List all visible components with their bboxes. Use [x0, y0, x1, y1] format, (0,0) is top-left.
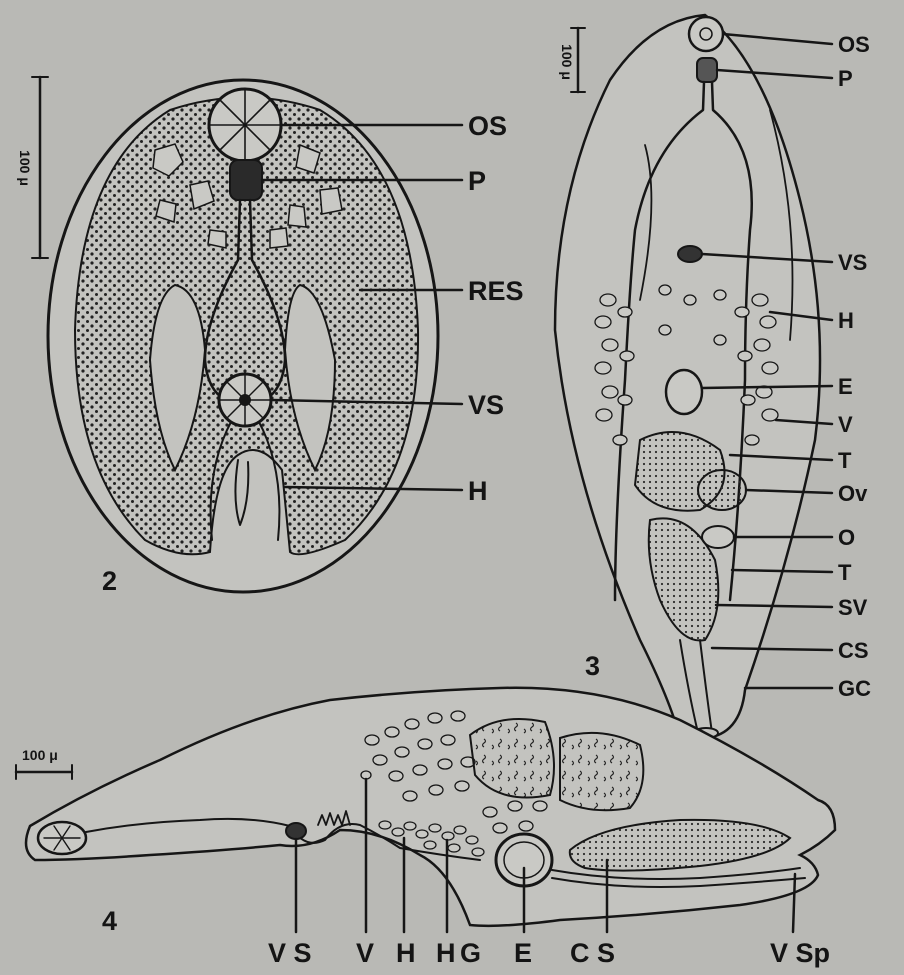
figure-3-label-p: P	[838, 66, 853, 91]
figure-4-number: 4	[102, 906, 117, 936]
figure-3-ventral-sucker	[678, 246, 702, 262]
figure-4-label-e: E	[514, 938, 532, 968]
figure-2-label-os: OS	[468, 111, 507, 141]
figure-4-label-h-second: H	[436, 938, 456, 968]
figure-3-label-ov: Ov	[838, 481, 868, 506]
figure-2-pharynx	[230, 160, 262, 200]
figure-4-label-vsp: V Sp	[770, 938, 830, 968]
figure-3-label-cs: CS	[838, 638, 869, 663]
figure-2-label-res: RES	[468, 276, 524, 306]
figure-3-label-e: E	[838, 374, 853, 399]
figure-2-number: 2	[102, 566, 117, 596]
figure-2-label-p: P	[468, 166, 486, 196]
figure-3-label-sv: SV	[838, 595, 868, 620]
figure-3-label-t-anterior: T	[838, 448, 852, 473]
figure-2: 100 μ	[17, 77, 524, 596]
figure-3: 100 μ	[555, 15, 871, 738]
figure-3-scale-label: 100 μ	[559, 44, 575, 80]
figure-4-label-cs: C S	[570, 938, 615, 968]
figure-2-label-vs: VS	[468, 390, 504, 420]
figure-2-scale-bar: 100 μ	[17, 77, 48, 258]
figure-3-label-o: O	[838, 525, 855, 550]
figure-3-pharynx	[697, 58, 717, 82]
figure-3-label-gc: GC	[838, 676, 871, 701]
figure-3-oral-sucker	[689, 17, 723, 51]
figure-3-label-v: V	[838, 412, 853, 437]
figure-3-label-h: H	[838, 308, 854, 333]
figure-3-label-t-posterior: T	[838, 560, 852, 585]
figure-4-ventral-sucker	[286, 823, 306, 839]
figure-4-label-vs: V S	[268, 938, 312, 968]
figure-4-label-g: G	[460, 938, 481, 968]
figure-3-number: 3	[585, 651, 600, 681]
figure-2-scale-label: 100 μ	[17, 150, 33, 186]
figure-2-label-h: H	[468, 476, 488, 506]
figure-4-scale-bar: 100 μ	[16, 747, 72, 779]
figure-4-scale-label: 100 μ	[22, 747, 58, 763]
figure-4-label-h-first: H	[396, 938, 416, 968]
figure-4-testis-posterior	[560, 733, 643, 810]
figure-3-egg	[666, 370, 702, 414]
figure-3-label-vs: VS	[838, 250, 867, 275]
figure-3-scale-bar: 100 μ	[559, 28, 585, 92]
figure-3-ovary	[698, 470, 746, 510]
figure-3-label-os: OS	[838, 32, 870, 57]
figure-4-label-v: V	[356, 938, 374, 968]
